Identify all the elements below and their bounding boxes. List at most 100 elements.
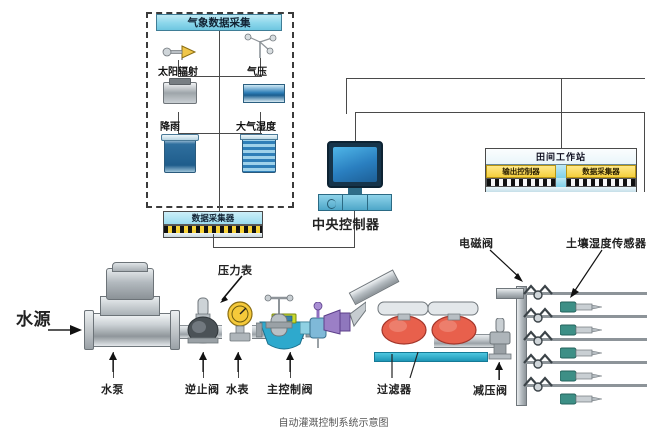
humidity-sensor-cap-icon [240, 134, 278, 140]
data-collector-module: 数据采集器 [566, 165, 636, 178]
prv-leader [499, 362, 501, 380]
barometer-body-icon [243, 84, 285, 103]
solar-radiation-label: 太阳辐射 [158, 67, 198, 78]
rain-gauge-label: 降雨 [160, 122, 180, 133]
ws-right-wire [644, 112, 646, 192]
soil-moisture-sensor-icon-1 [559, 298, 603, 313]
pump-motor-icon [106, 268, 154, 300]
field-workstation: 田间工作站 输出控制器 数据采集器 [485, 148, 637, 192]
solar-panel-lid-icon [169, 78, 191, 85]
workstation-module-gap [556, 165, 566, 178]
solenoid-valve-icon-2 [521, 303, 555, 325]
weather-logger-title-text: 数据采集器 [191, 214, 235, 224]
weather-logger-terminal-strip [164, 225, 262, 233]
workstation-modules-row: 输出控制器 数据采集器 [486, 165, 636, 178]
monitor-base-cell-3 [368, 195, 391, 210]
soil-moisture-sensor-label: 土壤湿度传感器 [566, 237, 647, 250]
barometer-icon [243, 33, 277, 59]
soil-moisture-sensor-icon-2 [559, 321, 603, 336]
barometer-label: 气压 [247, 67, 267, 78]
manifold-header-pipe [496, 288, 524, 299]
water-meter-leader [238, 352, 240, 378]
flow-arrow-2 [198, 352, 208, 372]
pump-flange-left [84, 310, 94, 350]
weather-data-logger: 数据采集器 [163, 211, 263, 238]
main-valve-leader [290, 352, 292, 378]
soil-moisture-sensor-icon-5 [559, 390, 603, 405]
check-valve-icon [186, 296, 220, 344]
controller-top-wire [355, 113, 357, 143]
workstation-title-text: 田间工作站 [535, 153, 586, 163]
solar-drop-wire [178, 60, 180, 77]
check-valve-label: 逆止阀 [185, 383, 220, 396]
filter-label: 过滤器 [377, 383, 412, 396]
humidity-sensor-icon [242, 137, 276, 173]
solenoid-valve-icon-3 [521, 326, 555, 348]
weather-panel-title: 气象数据采集 [156, 14, 282, 31]
solenoid-valve-leader [488, 248, 528, 284]
workstation-terminal-strips [486, 178, 636, 187]
flow-arrow-4 [285, 352, 295, 372]
manifold-vertical-pipe [516, 286, 527, 406]
humidity-riser-wire [260, 112, 262, 134]
solenoid-valve-icon-4 [521, 349, 555, 371]
flow-arrow-1 [108, 352, 118, 372]
filter-icon [372, 300, 484, 352]
weather-branch-wire-top [178, 76, 262, 78]
weather-branch-wire-bottom [178, 133, 262, 135]
weather-panel-title-text: 气象数据采集 [187, 17, 251, 29]
pump-motor-cap [112, 262, 148, 272]
monitor-base-cell-2 [343, 195, 368, 210]
lateral-line-2 [525, 315, 647, 318]
water-meter-label: 水表 [226, 383, 249, 396]
flow-arrow-5 [494, 362, 504, 380]
controller-uplink-wire [354, 211, 356, 248]
soil-sensor-leader [560, 248, 604, 300]
pressure-gauge-pointer [216, 274, 246, 304]
humidity-sensor-label: 大气湿度 [236, 122, 276, 133]
rain-riser-wire [178, 112, 180, 134]
pressure-gauge-label: 压力表 [218, 264, 253, 277]
ws-return-down-wire [346, 78, 348, 114]
weather-trunk-wire [219, 31, 221, 211]
pump-leader [113, 352, 115, 378]
data-collector-label: 数据采集器 [582, 167, 620, 176]
weather-logger-title: 数据采集器 [164, 212, 262, 225]
lateral-line-4 [525, 361, 647, 364]
power-knob-icon [327, 199, 336, 209]
barometer-drop-wire [260, 58, 262, 77]
reducer-icon [322, 300, 367, 346]
logger-down-wire [213, 234, 215, 248]
terminal-strip-right [566, 178, 636, 187]
output-controller-module: 输出控制器 [486, 165, 556, 178]
controller-to-ws-wire-top [355, 112, 645, 114]
solar-radiation-icon [160, 44, 198, 60]
monitor-base-cell-1 [319, 195, 344, 210]
pressure-reducing-valve-icon [487, 317, 513, 364]
terminal-strip-gap [556, 178, 566, 187]
diagram-caption: 自动灌溉控制系统示意图 [278, 418, 389, 429]
logger-to-controller-wire [213, 247, 355, 249]
lateral-line-1 [525, 292, 647, 295]
rain-gauge-rim-icon [161, 134, 199, 141]
terminal-strip-left [486, 178, 556, 187]
monitor-screen [333, 147, 377, 182]
ws-return-wire [346, 78, 645, 80]
pressure-reducing-valve-label: 减压阀 [473, 384, 508, 397]
output-controller-label: 输出控制器 [502, 167, 540, 176]
solenoid-valve-icon-1 [521, 280, 555, 302]
monitor-neck [348, 188, 362, 194]
workstation-base [486, 187, 636, 192]
filter-platform [374, 352, 488, 362]
pressure-gauge-icon [225, 300, 255, 344]
main-control-valve-label: 主控制阀 [267, 383, 313, 396]
central-controller-label: 中央控制器 [312, 218, 380, 233]
flow-arrow-3 [233, 352, 243, 372]
filter-leader [384, 350, 420, 380]
water-pump-icon [88, 313, 176, 347]
soil-moisture-sensor-icon-3 [559, 344, 603, 359]
water-source-arrow-icon [48, 322, 84, 336]
pump-flange-right [170, 310, 180, 350]
main-control-valve-icon [262, 292, 296, 348]
solar-panel-body-icon [163, 82, 197, 104]
